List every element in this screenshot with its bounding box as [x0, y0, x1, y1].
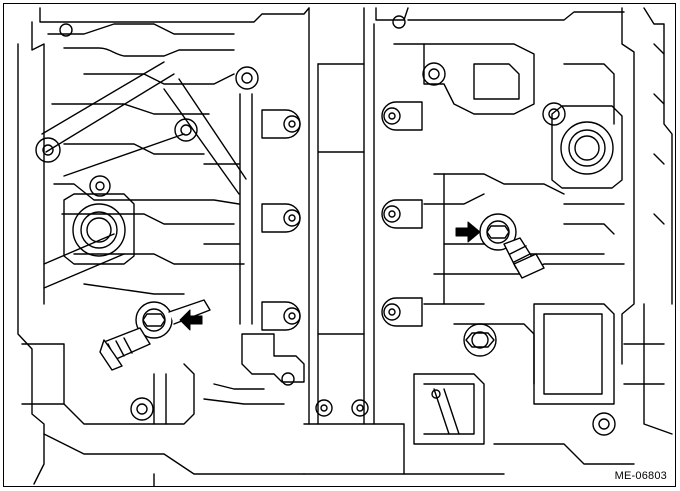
left-knock-sensor	[99, 299, 211, 371]
center-valley	[153, 7, 405, 486]
right-bank-seats	[381, 101, 423, 327]
figure-code: ME-06803	[614, 470, 667, 482]
pointer-arrow-left	[179, 309, 203, 331]
left-bank-seats	[261, 109, 301, 331]
left-cylinder-bank	[17, 7, 310, 485]
engine-block-drawing	[17, 7, 673, 486]
right-cylinder-bank	[375, 7, 673, 475]
illustration-frame: ME-06803	[3, 3, 676, 487]
pointer-arrow-right	[455, 221, 481, 243]
right-knock-sensor	[479, 213, 545, 279]
